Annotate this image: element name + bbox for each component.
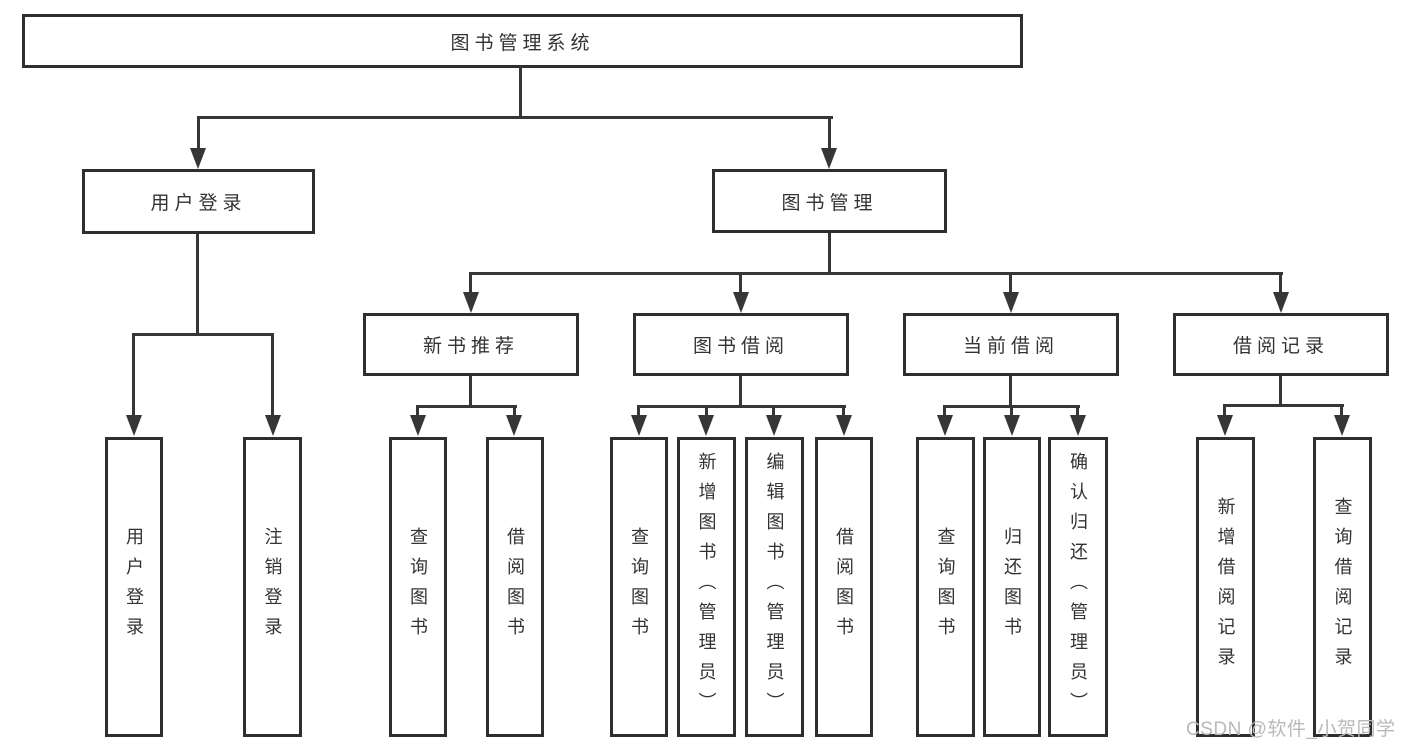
- connector-vline: [132, 333, 135, 417]
- connector-hline: [637, 405, 846, 408]
- arrow-down-icon: [1334, 415, 1350, 436]
- leaf-user-login: 用户登录: [105, 437, 163, 737]
- leaf-query-books-1-label: 查询图书: [408, 527, 428, 647]
- leaf-add-borrow-record-label: 新增借阅记录: [1215, 497, 1236, 677]
- connector-hline: [132, 333, 274, 336]
- leaf-borrow-books-1: 借阅图书: [486, 437, 544, 737]
- node-user-login-label: 用户登录: [150, 193, 247, 214]
- node-new-book-recommend-label: 新书推荐: [422, 336, 519, 357]
- connector-vline: [1010, 405, 1013, 417]
- node-book-borrow-label: 图书借阅: [692, 336, 789, 357]
- connector-vline: [1223, 404, 1226, 417]
- connector-vline: [705, 405, 708, 417]
- arrow-down-icon: [1004, 415, 1020, 436]
- leaf-add-borrow-record: 新增借阅记录: [1196, 437, 1255, 737]
- node-borrow-records: 借阅记录: [1173, 313, 1389, 376]
- arrow-down-icon: [766, 415, 782, 436]
- arrow-down-icon: [190, 148, 206, 169]
- connector-vline: [943, 405, 946, 417]
- connector-vline: [196, 234, 199, 336]
- connector-vline: [1009, 376, 1012, 408]
- leaf-query-books-3: 查询图书: [916, 437, 975, 737]
- connector-vline: [1009, 272, 1012, 293]
- leaf-query-borrow-record-label: 查询借阅记录: [1332, 497, 1353, 677]
- connector-vline: [1279, 272, 1282, 293]
- node-book-management-system-label: 图书管理系统: [450, 32, 595, 54]
- arrow-down-icon: [836, 415, 852, 436]
- connector-vline: [739, 376, 742, 408]
- connector-vline: [416, 405, 419, 417]
- csdn-watermark: CSDN @软件_小贺同学: [1186, 719, 1396, 740]
- leaf-logout: 注销登录: [243, 437, 302, 737]
- connector-vline: [271, 333, 274, 417]
- node-book-borrow: 图书借阅: [633, 313, 849, 376]
- connector-vline: [197, 116, 200, 151]
- connector-vline: [1076, 405, 1079, 417]
- connector-vline: [469, 376, 472, 408]
- arrow-down-icon: [463, 292, 479, 313]
- leaf-add-books-admin: 新增图书（管理员）: [677, 437, 736, 737]
- leaf-query-books-3-label: 查询图书: [935, 527, 956, 647]
- connector-vline: [772, 405, 775, 417]
- arrow-down-icon: [821, 148, 837, 169]
- arrow-down-icon: [937, 415, 953, 436]
- node-new-book-recommend: 新书推荐: [363, 313, 579, 376]
- arrow-down-icon: [126, 415, 142, 436]
- leaf-confirm-return-admin: 确认归还（管理员）: [1048, 437, 1108, 737]
- arrow-down-icon: [1003, 292, 1019, 313]
- leaf-query-borrow-record: 查询借阅记录: [1313, 437, 1372, 737]
- connector-hline: [469, 272, 1283, 275]
- node-current-borrow-label: 当前借阅: [962, 336, 1059, 357]
- connector-hline: [1223, 404, 1344, 407]
- arrow-down-icon: [1217, 415, 1233, 436]
- leaf-add-books-admin-label: 新增图书（管理员）: [696, 452, 717, 722]
- connector-vline: [469, 272, 472, 293]
- connector-vline: [828, 116, 831, 151]
- leaf-borrow-books-2-label: 借阅图书: [834, 527, 854, 647]
- leaf-user-login-label: 用户登录: [124, 527, 144, 647]
- node-borrow-records-label: 借阅记录: [1232, 336, 1329, 357]
- node-book-management-label: 图书管理: [781, 192, 878, 214]
- arrow-down-icon: [265, 415, 281, 436]
- connector-vline: [828, 233, 831, 275]
- connector-vline: [513, 405, 516, 417]
- arrow-down-icon: [631, 415, 647, 436]
- arrow-down-icon: [506, 415, 522, 436]
- arrow-down-icon: [698, 415, 714, 436]
- leaf-borrow-books-1-label: 借阅图书: [505, 527, 525, 647]
- connector-hline: [416, 405, 517, 408]
- leaf-query-books-2-label: 查询图书: [629, 527, 649, 647]
- connector-vline: [842, 405, 845, 417]
- connector-hline: [197, 116, 833, 119]
- leaf-query-books-1: 查询图书: [389, 437, 447, 737]
- arrow-down-icon: [410, 415, 426, 436]
- node-book-management-system: 图书管理系统: [22, 14, 1023, 68]
- arrow-down-icon: [1070, 415, 1086, 436]
- arrow-down-icon: [733, 292, 749, 313]
- leaf-logout-label: 注销登录: [262, 527, 283, 647]
- connector-vline: [1279, 376, 1282, 407]
- connector-vline: [519, 66, 522, 118]
- connector-vline: [1340, 404, 1343, 417]
- leaf-borrow-books-2: 借阅图书: [815, 437, 873, 737]
- arrow-down-icon: [1273, 292, 1289, 313]
- leaf-edit-books-admin-label: 编辑图书（管理员）: [764, 452, 785, 722]
- leaf-query-books-2: 查询图书: [610, 437, 668, 737]
- connector-vline: [739, 272, 742, 293]
- leaf-return-books-label: 归还图书: [1002, 527, 1022, 647]
- leaf-return-books: 归还图书: [983, 437, 1041, 737]
- leaf-confirm-return-admin-label: 确认归还（管理员）: [1068, 452, 1088, 722]
- node-current-borrow: 当前借阅: [903, 313, 1119, 376]
- connector-vline: [637, 405, 640, 417]
- node-user-login: 用户登录: [82, 169, 315, 234]
- node-book-management: 图书管理: [712, 169, 947, 233]
- leaf-edit-books-admin: 编辑图书（管理员）: [745, 437, 804, 737]
